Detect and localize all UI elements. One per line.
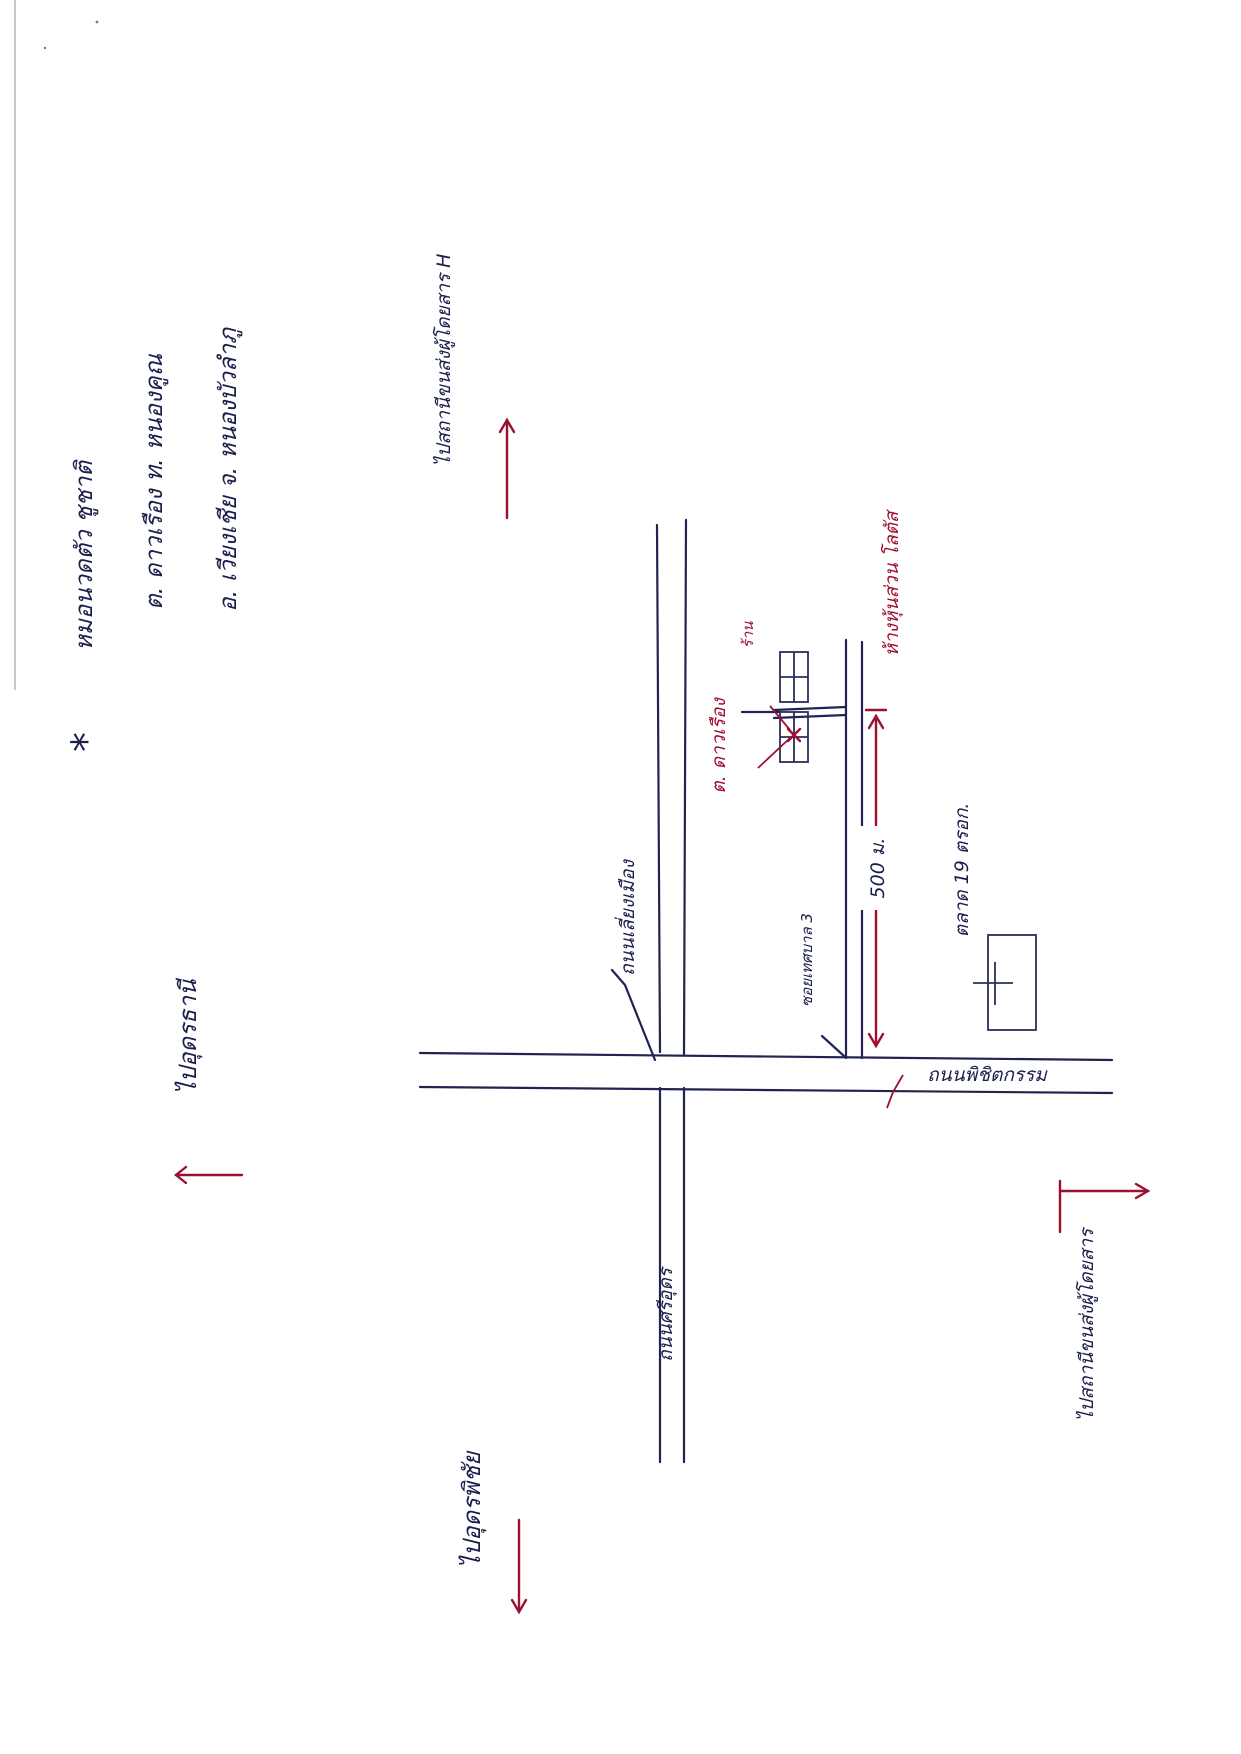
- direction-top-left-label: ไปอุดรธานี: [174, 978, 203, 1095]
- branch-road-edge: [772, 713, 848, 720]
- road-horizontal-edge: [418, 1051, 1114, 1062]
- distance-label: 500 ม.: [867, 838, 889, 899]
- scan-speck: [43, 46, 47, 50]
- scan-edge-mark: [14, 0, 16, 690]
- scan-speck: [95, 20, 99, 24]
- direction-bottom-left: ไปอุดรพิชัย: [458, 1450, 528, 1615]
- road-vertical-edge: [682, 518, 688, 1056]
- arrow-up-right-head: [498, 417, 516, 434]
- landmark-labels: ต. ดาวเรือง ร้าน ห้างหุ้นส่วน โลตัส 500 …: [708, 508, 903, 1049]
- direction-top-left: ไปอุดรธานี: [174, 978, 244, 1185]
- road-vertical-edge: [655, 523, 662, 1054]
- arrow-down-left-head: [510, 1598, 528, 1615]
- direction-bottom-left-label: ไปอุดรพิชัย: [458, 1450, 487, 1568]
- direction-top-right-label: ไปสถานีขนส่งผู้โดยสาร H: [432, 254, 455, 467]
- distance-arrow-top: [867, 713, 885, 730]
- road-label-upper-vertical-leader: [610, 968, 657, 1062]
- road-label-alley-leader: [820, 1034, 846, 1058]
- note-line-3: อ. เวียงเชีย จ. หนองบัวลำภู: [214, 326, 243, 612]
- road-label-horizontal-leader: [886, 1074, 904, 1109]
- arrow-up-left-head: [174, 1165, 188, 1185]
- direction-bottom-right-label: ไปสถานีขนส่งผู้โดยสาร: [1075, 1226, 1098, 1421]
- direction-bottom-right: ไปสถานีขนส่งผู้โดยสาร: [1058, 1179, 1151, 1421]
- direction-top-right: ไปสถานีขนส่งผู้โดยสาร H: [432, 254, 516, 520]
- note-line-2: ต. ดาวเรือง ท. หนองคูณ: [140, 353, 169, 610]
- road-horizontal-edge: [418, 1085, 1114, 1095]
- house-block: [757, 651, 809, 769]
- road-label-alley: ซอยเทศบาล 3: [798, 913, 816, 1007]
- note-star: *: [64, 732, 110, 752]
- road-label-lower-vertical: ถนนศรีอุดร: [655, 1265, 677, 1361]
- distance-arrow-bottom: [867, 1032, 885, 1049]
- house-pointer: [757, 737, 791, 769]
- market: ตลาด 19 ตรอก.: [951, 803, 1037, 1031]
- landmark-destination: ร้าน: [739, 621, 757, 648]
- landmark-shop: ห้างหุ้นส่วน โลตัส: [880, 508, 903, 656]
- road-labels: ถนนเลี่ยงเมือง ถนนศรีอุดร ถนนพิชิตกรรม ซ…: [610, 858, 1048, 1362]
- note-block: * หมอนวดตัว ชูชาติ ต. ดาวเรือง ท. หนองคู…: [64, 326, 243, 752]
- branch-road-edge: [772, 705, 848, 712]
- destination-pointer: [769, 705, 791, 731]
- market-label: ตลาด 19 ตรอก.: [951, 803, 973, 938]
- arrow-right-head: [1134, 1182, 1151, 1200]
- road-label-upper-vertical: ถนนเลี่ยงเมือง: [614, 858, 639, 975]
- landmark-house: ต. ดาวเรือง: [708, 697, 730, 794]
- distance-label-bg: [858, 826, 896, 910]
- note-line-1: หมอนวดตัว ชูชาติ: [70, 459, 99, 651]
- roads: [418, 518, 1114, 1464]
- road-label-horizontal: ถนนพิชิตกรรม: [927, 1064, 1048, 1086]
